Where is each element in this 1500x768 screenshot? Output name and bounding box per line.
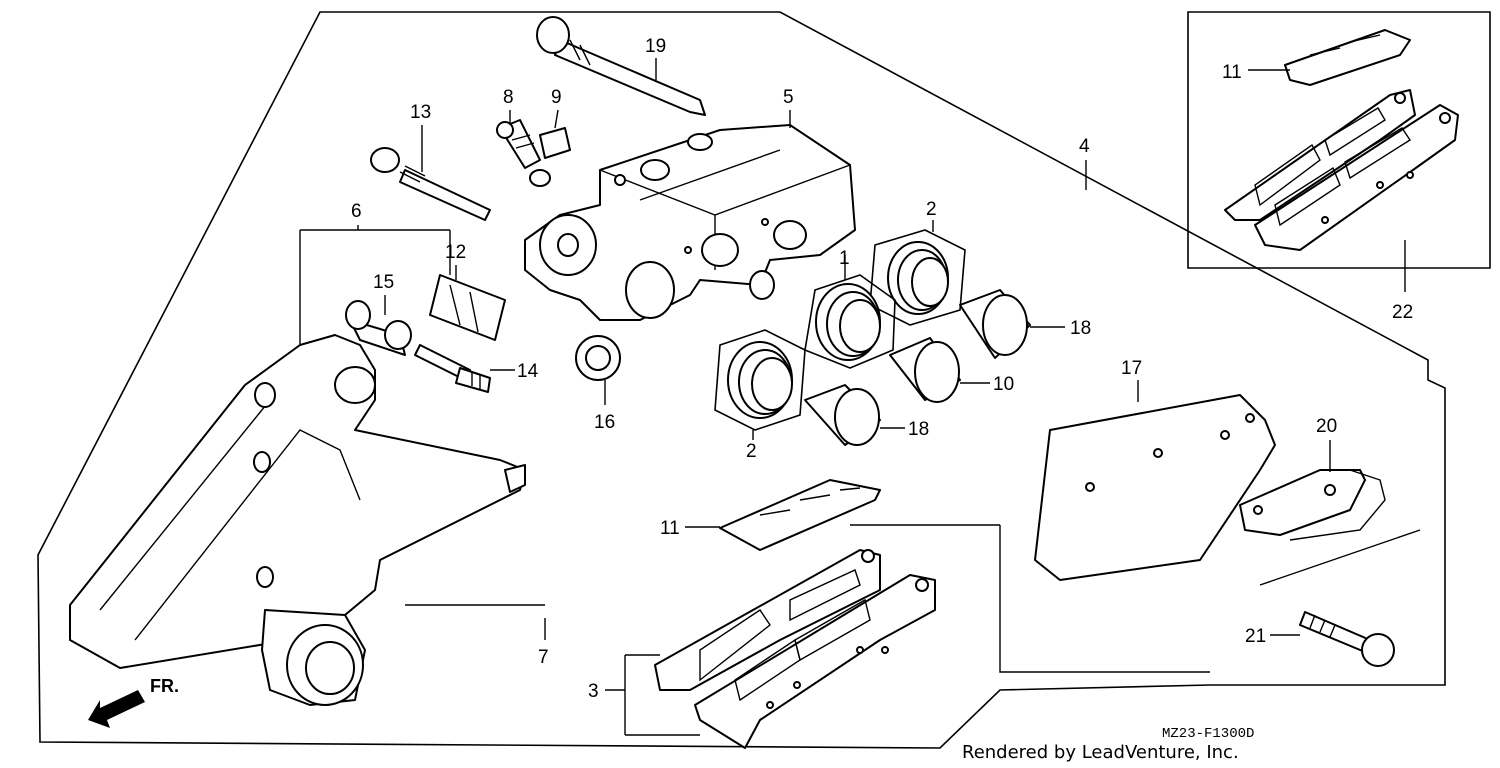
seal-set-1: [804, 274, 896, 369]
piston-18-lower: [804, 384, 881, 446]
pin-15: [345, 300, 412, 356]
callout-20: 20: [1316, 416, 1337, 437]
callout-17: 17: [1121, 358, 1142, 379]
callout-6: 6: [351, 201, 362, 222]
inset-frame-pads: [1187, 11, 1491, 269]
pad-spring-11-lower: [719, 479, 881, 551]
caliper-bracket: [69, 334, 526, 706]
callout-13: 13: [410, 102, 431, 123]
caliper-body: [524, 124, 856, 321]
callout-11-upper: 11: [1222, 62, 1242, 83]
shim-20: [1239, 469, 1386, 541]
callout-8: 8: [503, 87, 514, 108]
piston-10: [889, 337, 961, 403]
callout-2-lower: 2: [746, 441, 757, 462]
bolt-21: [1299, 611, 1395, 667]
front-direction-label: FR.: [150, 676, 179, 696]
piston-18-upper: [959, 289, 1031, 359]
bolt-13: [370, 147, 491, 221]
callout-16: 16: [594, 412, 615, 433]
callout-15: 15: [373, 272, 394, 293]
shim-17: [1034, 394, 1276, 581]
callout-1: 1: [839, 248, 850, 269]
seal-set-2-upper: [869, 229, 966, 326]
pin-19: [536, 16, 706, 116]
pad-spring-11-upper: [1284, 29, 1411, 86]
front-direction-arrow: FR.: [88, 676, 179, 728]
callout-22: 22: [1392, 302, 1413, 323]
callout-11-lower: 11: [660, 518, 680, 539]
callout-9: 9: [551, 87, 562, 108]
seal-16: [575, 335, 621, 381]
callout-7: 7: [538, 647, 549, 668]
callout-4: 4: [1079, 136, 1090, 157]
callout-12: 12: [445, 242, 466, 263]
callout-3: 3: [588, 681, 599, 702]
brake-pads-inset: [1224, 89, 1459, 251]
diagram-code: MZ23-F1300D: [1162, 726, 1254, 742]
bleeder-8: [496, 119, 541, 169]
pin-14: [414, 344, 491, 393]
cap-9: [529, 127, 571, 187]
leader-lines: [299, 58, 1421, 736]
seal-set-2-lower: [714, 329, 806, 431]
clip-12: [429, 274, 506, 341]
main-boundary-frame: [37, 11, 1446, 749]
callout-18-upper: 18: [1070, 318, 1091, 339]
brake-pads-3: [654, 549, 936, 749]
callout-21: 21: [1245, 626, 1266, 647]
callout-19: 19: [645, 36, 666, 57]
callout-5: 5: [783, 87, 794, 108]
callout-10: 10: [993, 374, 1014, 395]
callout-2-upper: 2: [926, 199, 937, 220]
credit-text: Rendered by LeadVenture, Inc.: [962, 742, 1239, 763]
callout-18-lower: 18: [908, 419, 929, 440]
callout-14: 14: [517, 361, 539, 382]
